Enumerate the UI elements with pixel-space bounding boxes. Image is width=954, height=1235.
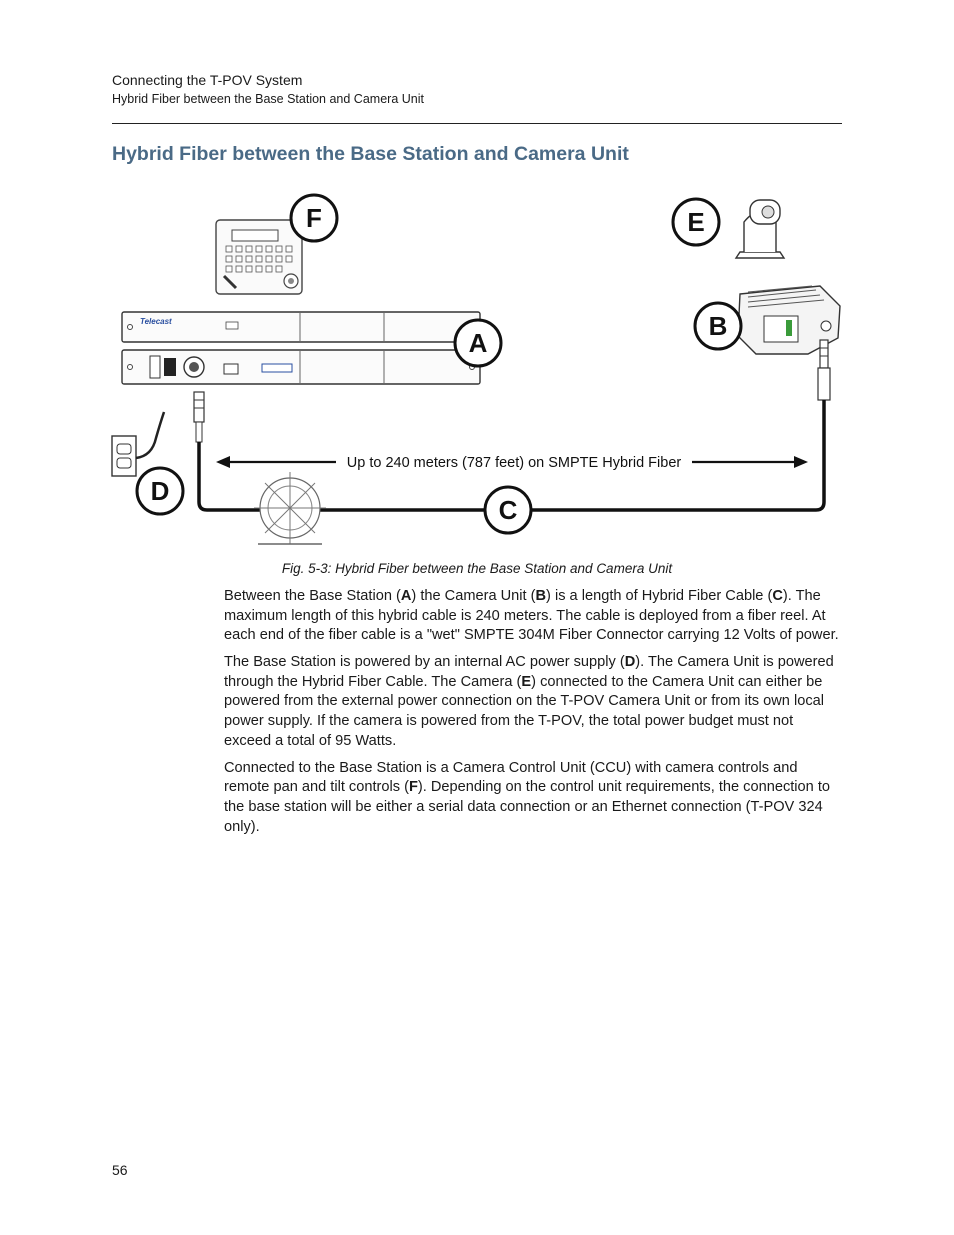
label-c-callout: C [483,485,533,535]
running-head-section: Hybrid Fiber between the Base Station an… [112,92,424,106]
camera-unit [737,285,841,355]
label-a-callout: A [453,318,503,368]
brand-text: Telecast [140,317,172,326]
label-b: B [709,311,728,341]
p1-text: ). The maximum length of this hybrid cab… [224,588,839,644]
figure-caption: Fig. 5-3: Hybrid Fiber between the Base … [281,561,673,576]
label-b-callout: B [693,301,743,351]
p3-text: Connected to the Base Station is a Camer… [224,759,798,796]
ptz-camera [734,199,786,259]
distance-arrow: Up to 240 meters (787 feet) on SMPTE Hyb… [216,455,808,471]
section-heading: Hybrid Fiber between the Base Station an… [112,143,629,165]
p2-ref-d: D [624,654,636,671]
label-d: D [151,476,170,506]
paragraph-2: The Base Station is powered by an intern… [224,653,844,751]
running-head: Connecting the T-POV System Hybrid Fiber… [112,70,424,108]
p3-text: ). Depending on the control unit require… [224,779,830,835]
page-number: 56 [112,1162,128,1178]
running-head-chapter: Connecting the T-POV System [112,72,303,88]
p2-text: ) connected to the Camera Unit can eithe… [224,673,824,749]
p2-ref-e: E [521,673,532,690]
hybrid-fiber-diagram: F Telecast A E [111,193,841,545]
body-text: Between the Base Station (A) the Camera … [224,587,844,845]
label-c: C [499,495,518,525]
paragraph-1: Between the Base Station (A) the Camera … [224,587,844,646]
paragraph-3: Connected to the Base Station is a Camer… [224,759,844,837]
p2-text: The Base Station is powered by an intern… [224,654,625,671]
p3-ref-f: F [408,779,418,796]
label-d-callout: D [135,466,185,516]
right-fiber-connector [817,339,831,401]
label-f: F [306,203,322,233]
label-a: A [469,328,488,358]
ccu-control-panel [215,219,303,295]
p1-text: ) the Camera Unit ( [411,588,536,604]
power-cord [135,411,166,460]
label-e: E [687,207,704,237]
p1-text: Between the Base Station ( [224,588,401,604]
label-e-callout: E [671,197,721,247]
left-fiber-connector [193,391,205,443]
p1-ref-a: A [400,588,412,604]
p2-text: ). The Camera Unit is powered through th… [224,654,834,690]
label-f-callout: F [289,193,339,243]
p1-ref-c: C [772,588,783,604]
fiber-reel [254,472,326,545]
header-rule [112,123,842,124]
p1-ref-b: B [535,588,547,604]
ac-outlet [111,435,137,477]
p1-text: ) is a length of Hybrid Fiber Cable ( [546,588,773,604]
distance-text: Up to 240 meters (787 feet) on SMPTE Hyb… [347,455,682,471]
base-station-chassis: Telecast [121,311,481,385]
